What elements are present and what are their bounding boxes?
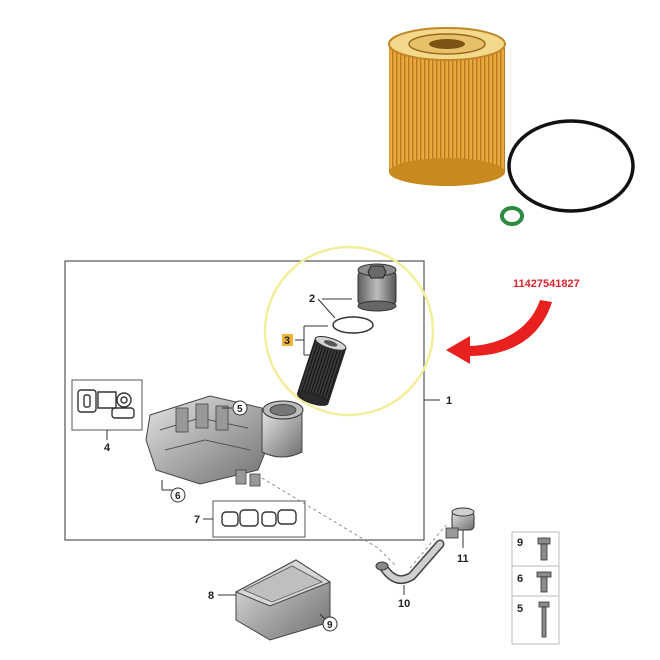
callout-5-circle: [232, 400, 248, 416]
callout-10: 10: [398, 598, 410, 610]
bolt-icon-6: [536, 571, 552, 593]
callout-1: 1: [446, 395, 452, 407]
callout-2: 2: [309, 293, 315, 305]
filter-element-photo: [388, 27, 506, 186]
filter-cartridge: [296, 336, 347, 406]
callout-11: 11: [457, 553, 469, 565]
callout-7: 7: [194, 514, 200, 526]
cap-o-ring: [332, 316, 374, 334]
red-pointer-arrow: [446, 300, 552, 364]
fastener-legend: 9 6 5: [511, 531, 560, 645]
highlight-circle: [263, 245, 435, 417]
filter-housing-body: [145, 395, 304, 487]
small-green-seal-photo: [500, 206, 524, 226]
legend-row-9-label: 9: [517, 537, 523, 549]
callout-8: 8: [208, 590, 214, 602]
gasket-box-7: [212, 500, 306, 538]
bolt-icon-5: [538, 601, 550, 638]
bolt-icon-9: [537, 537, 551, 561]
callout-9-circle: [322, 616, 338, 632]
filter-housing-cap: [357, 263, 397, 312]
part-number-label: 11427541827: [513, 278, 580, 290]
oil-filter-photo: [388, 27, 635, 226]
dashed-guide-1: [261, 477, 396, 566]
gasket-box-4: [71, 379, 143, 431]
callout-3-badge: [282, 334, 293, 346]
hose-fitting: [375, 539, 445, 585]
gasket-set-7: [221, 509, 297, 527]
oil-cooler: [234, 559, 332, 641]
callout-6: 6: [175, 491, 181, 502]
callout-5: 5: [237, 404, 243, 415]
callout-6-circle: [170, 487, 186, 503]
hose-connector: [445, 507, 475, 539]
callout-9: 9: [327, 620, 333, 631]
callout-3: 3: [284, 335, 290, 347]
callout-4: 4: [104, 442, 111, 454]
legend-row-5-label: 5: [517, 603, 523, 615]
gasket-set-4: [77, 389, 135, 419]
large-o-ring-photo: [507, 119, 635, 213]
legend-row-6-label: 6: [517, 573, 523, 585]
